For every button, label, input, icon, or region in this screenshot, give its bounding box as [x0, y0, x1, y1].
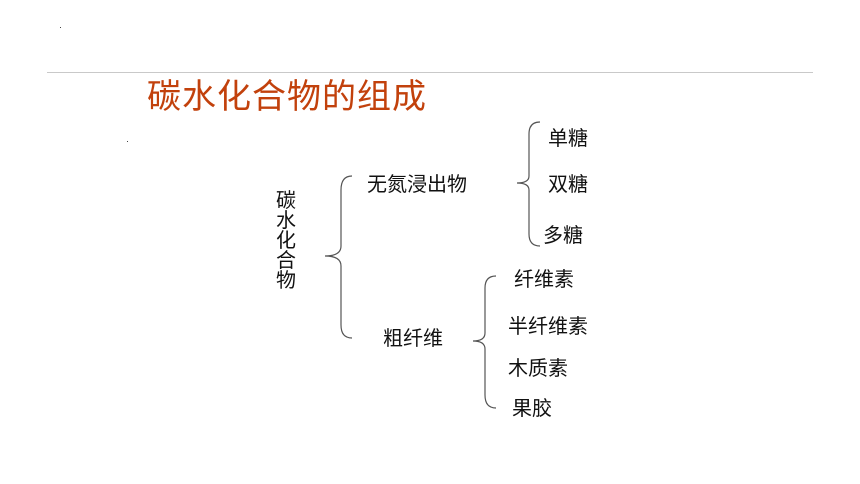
- slide-title: 碳水化合物的组成: [147, 77, 427, 117]
- leaf-lignin: 木质素: [508, 356, 568, 380]
- leaf-disaccharide: 双糖: [548, 172, 588, 196]
- leaf-cellulose: 纤维素: [514, 267, 574, 291]
- leaf-hemicellulose: 半纤维素: [508, 314, 588, 338]
- leaf-monosaccharide: 单糖: [548, 126, 588, 150]
- nfe-brace: [516, 121, 541, 247]
- root-brace: [324, 175, 353, 339]
- branch-label-nfe: 无氮浸出物: [367, 172, 467, 196]
- speck-mid: [127, 141, 128, 142]
- leaf-polysaccharide: 多糖: [543, 223, 583, 247]
- speck-top: [60, 27, 61, 28]
- header-divider: [47, 72, 813, 73]
- branch-label-crude-fiber: 粗纤维: [383, 326, 443, 350]
- root-label: 碳水化合物: [276, 188, 296, 292]
- fiber-brace: [472, 275, 497, 409]
- leaf-pectin: 果胶: [512, 396, 552, 420]
